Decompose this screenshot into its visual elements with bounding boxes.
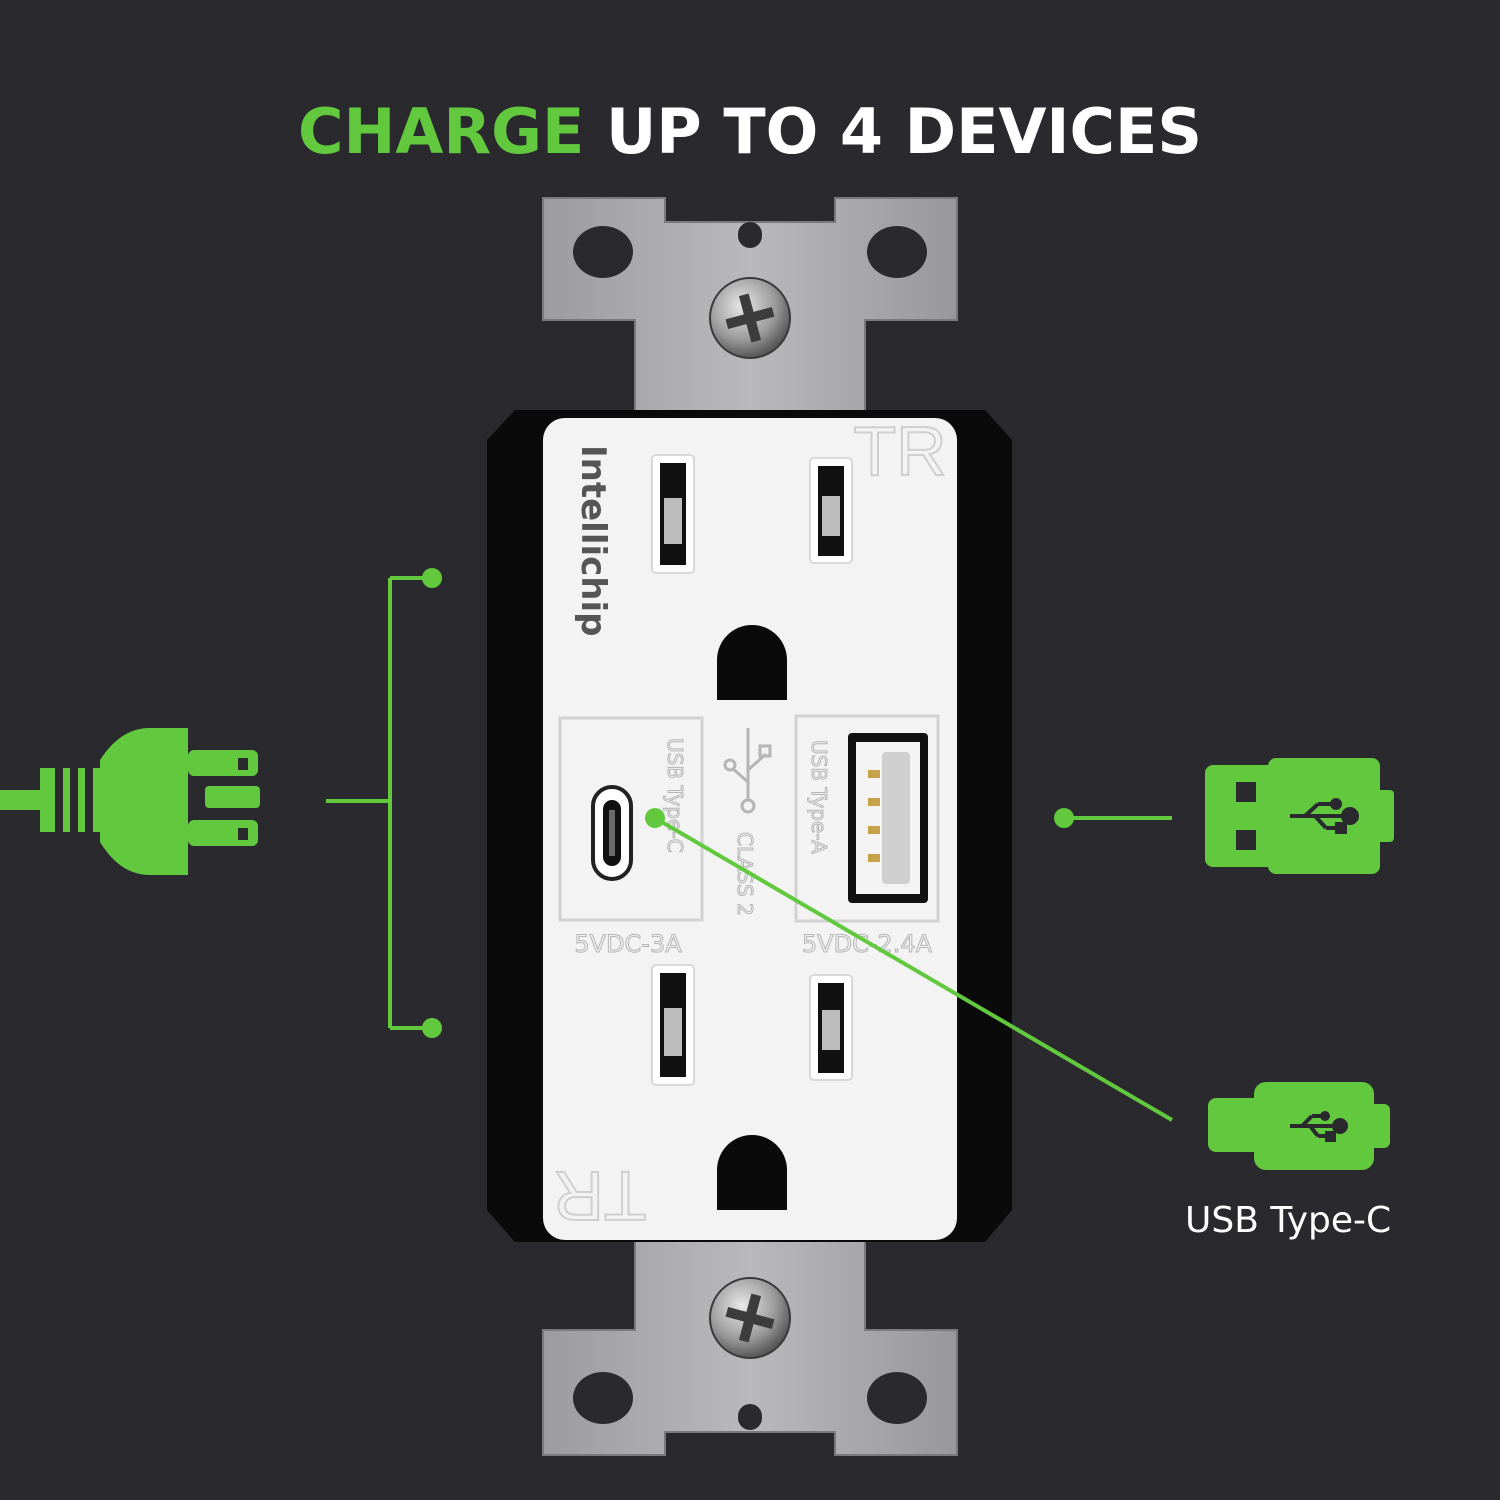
lower-receptacle	[651, 964, 853, 1210]
usb-c-connector-icon	[1208, 1082, 1390, 1170]
headline-accent: CHARGE	[298, 95, 585, 168]
outlet-face	[543, 418, 957, 1240]
upper-receptacle	[651, 454, 853, 700]
mount-hole	[867, 226, 927, 278]
mount-hole	[573, 226, 633, 278]
tr-mark-bottom: TR	[553, 1157, 646, 1235]
usb-c-callout-label: USB Type-C	[1185, 1200, 1392, 1241]
usb-a-port-label: USB Type-A	[807, 740, 831, 854]
mount-hole	[867, 1372, 927, 1424]
mount-hole	[573, 1372, 633, 1424]
callout-dot	[422, 568, 442, 588]
screw-bottom	[709, 1277, 791, 1359]
usb-symbol-icon	[723, 728, 772, 814]
ground-hole	[717, 1135, 787, 1210]
usb-a-callout	[1054, 808, 1172, 828]
mount-slot	[738, 222, 762, 248]
mount-slot	[738, 1404, 762, 1430]
ground-hole	[717, 625, 787, 700]
headline: CHARGE UP TO 4 DEVICES	[0, 95, 1500, 168]
usb-a-port-area: USB Type-A 5VDC-2.4A	[794, 714, 940, 959]
ac-plug-icon	[0, 728, 260, 875]
tr-mark-top: TR	[853, 412, 946, 490]
usb-c-rating: 5VDC-3A	[574, 930, 682, 958]
callout-dot	[422, 1018, 442, 1038]
usb-c-port-area: USB Type-C 5VDC-3A	[558, 716, 704, 959]
class-label: CLASS 2	[733, 832, 757, 916]
usb-c-callout	[645, 808, 1174, 1122]
brand-logo: Intellichip	[573, 445, 613, 636]
screw-top	[709, 277, 791, 359]
usb-a-connector-icon	[1205, 758, 1394, 874]
headline-rest: UP TO 4 DEVICES	[584, 95, 1202, 168]
ac-bracket-callout	[326, 576, 432, 1030]
